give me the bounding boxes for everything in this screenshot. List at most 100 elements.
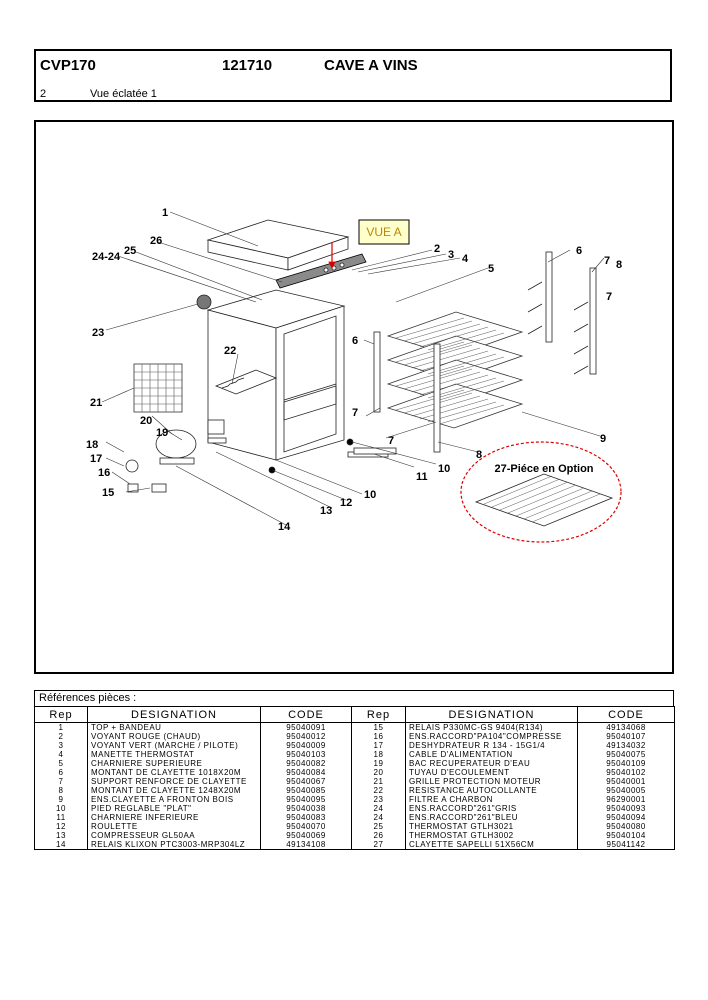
callout-14: 14 bbox=[278, 521, 291, 533]
col-designation-2: DESIGNATION bbox=[405, 706, 578, 723]
product-name: CAVE A VINS bbox=[324, 57, 418, 74]
designation-cell: ENS.RACCORD"PA104"COMPRESSE bbox=[405, 732, 578, 741]
code-cell: 95040084 bbox=[260, 768, 352, 777]
rep-cell: 19 bbox=[351, 759, 406, 768]
designation-cell: FILTRE A CHARBON bbox=[405, 795, 578, 804]
rep-cell: 7 bbox=[34, 777, 88, 786]
callout-20: 20 bbox=[140, 415, 152, 427]
callout-7d: 7 bbox=[388, 435, 394, 447]
code-cell: 95040012 bbox=[260, 732, 352, 741]
designation-cell: COMPRESSEUR GL50AA bbox=[87, 831, 261, 840]
table-header-row: Rep DESIGNATION CODE Rep DESIGNATION COD… bbox=[34, 706, 675, 723]
callout-4: 4 bbox=[462, 253, 469, 265]
designation-cell: DESHYDRATEUR R 134 - 15G1/4 bbox=[405, 741, 578, 750]
callout-24-24: 24-24 bbox=[92, 251, 121, 263]
code-cell: 49134068 bbox=[577, 722, 675, 732]
callout-10b: 10 bbox=[438, 463, 450, 475]
code-cell: 95040085 bbox=[260, 786, 352, 795]
rep-cell: 24 bbox=[351, 804, 406, 813]
callout-2: 2 bbox=[434, 243, 440, 255]
rep-cell: 13 bbox=[34, 831, 88, 840]
code-cell: 96290001 bbox=[577, 795, 675, 804]
document-header: CVP170 121710 CAVE A VINS 2 Vue éclatée … bbox=[34, 49, 672, 102]
col-rep: Rep bbox=[34, 706, 88, 723]
code-cell: 95040075 bbox=[577, 750, 675, 759]
rep-cell: 20 bbox=[351, 768, 406, 777]
rep-cell: 27 bbox=[351, 840, 406, 850]
callout-12: 12 bbox=[340, 497, 352, 509]
col-designation: DESIGNATION bbox=[87, 706, 261, 723]
rep-cell: 18 bbox=[351, 750, 406, 759]
parts-table: Rep DESIGNATION CODE Rep DESIGNATION COD… bbox=[34, 706, 675, 850]
callout-15: 15 bbox=[102, 487, 114, 499]
callout-6: 6 bbox=[576, 245, 582, 257]
rep-cell: 4 bbox=[34, 750, 88, 759]
code-cell: 95040005 bbox=[577, 786, 675, 795]
rep-cell: 25 bbox=[351, 822, 406, 831]
callout-1: 1 bbox=[162, 207, 168, 219]
code-cell: 95040070 bbox=[260, 822, 352, 831]
references-title: Références pièces : bbox=[34, 690, 674, 706]
code-cell: 95040038 bbox=[260, 804, 352, 813]
designation-cell: CABLE D'ALIMENTATION bbox=[405, 750, 578, 759]
designation-cell: VOYANT ROUGE (CHAUD) bbox=[87, 732, 261, 741]
col-code-2: CODE bbox=[577, 706, 675, 723]
designation-cell: CHARNIERE INFERIEURE bbox=[87, 813, 261, 822]
designation-cell: TOP + BANDEAU bbox=[87, 722, 261, 732]
designation-cell: ENS.RACCORD"261"BLEU bbox=[405, 813, 578, 822]
callout-5: 5 bbox=[488, 263, 494, 275]
rep-cell: 15 bbox=[351, 722, 406, 732]
designation-cell: CLAYETTE SAPELLI 51X56CM bbox=[405, 840, 578, 850]
col-rep-2: Rep bbox=[351, 706, 406, 723]
designation-cell: BAC RECUPERATEUR D'EAU bbox=[405, 759, 578, 768]
rep-cell: 23 bbox=[351, 795, 406, 804]
designation-cell: ENS.CLAYETTE A FRONTON BOIS bbox=[87, 795, 261, 804]
callout-13: 13 bbox=[320, 505, 332, 517]
designation-cell: RESISTANCE AUTOCOLLANTE bbox=[405, 786, 578, 795]
exploded-view-diagram: VUE A bbox=[34, 120, 674, 674]
designation-cell: MONTANT DE CLAYETTE 1018X20M bbox=[87, 768, 261, 777]
callout-26: 26 bbox=[150, 235, 162, 247]
rep-cell: 21 bbox=[351, 777, 406, 786]
code-cell: 95040067 bbox=[260, 777, 352, 786]
code-cell: 49134032 bbox=[577, 741, 675, 750]
callout-6b: 6 bbox=[352, 335, 358, 347]
callout-3: 3 bbox=[448, 249, 454, 261]
callout-7: 7 bbox=[604, 255, 610, 267]
designation-cell: THERMOSTAT GTLH3002 bbox=[405, 831, 578, 840]
code-cell: 95040104 bbox=[577, 831, 675, 840]
callout-22: 22 bbox=[224, 345, 236, 357]
code-cell: 95040082 bbox=[260, 759, 352, 768]
rep-cell: 10 bbox=[34, 804, 88, 813]
rep-cell: 14 bbox=[34, 840, 88, 850]
exploded-view-drawing: VUE A bbox=[86, 207, 622, 543]
vue-a-callout-box bbox=[358, 219, 410, 245]
col-code: CODE bbox=[260, 706, 352, 723]
rep-cell: 17 bbox=[351, 741, 406, 750]
callout-8b: 8 bbox=[476, 449, 482, 461]
view-title: Vue éclatée 1 bbox=[90, 88, 157, 100]
callout-10: 10 bbox=[364, 489, 376, 501]
code-cell: 95040009 bbox=[260, 741, 352, 750]
callout-7b: 7 bbox=[606, 291, 612, 303]
callout-21: 21 bbox=[90, 397, 102, 409]
model-code: CVP170 bbox=[40, 57, 96, 74]
callout-18: 18 bbox=[86, 439, 98, 451]
rep-cell: 12 bbox=[34, 822, 88, 831]
callout-25: 25 bbox=[124, 245, 136, 257]
designation-cell: SUPPORT RENFORCE DE CLAYETTE bbox=[87, 777, 261, 786]
callout-8: 8 bbox=[616, 259, 622, 271]
callout-19: 19 bbox=[156, 427, 168, 439]
designation-cell: CHARNIERE SUPERIEURE bbox=[87, 759, 261, 768]
designation-cell: GRILLE PROTECTION MOTEUR bbox=[405, 777, 578, 786]
designation-cell: VOYANT VERT (MARCHE / PILOTE) bbox=[87, 741, 261, 750]
rep-cell: 24 bbox=[351, 813, 406, 822]
